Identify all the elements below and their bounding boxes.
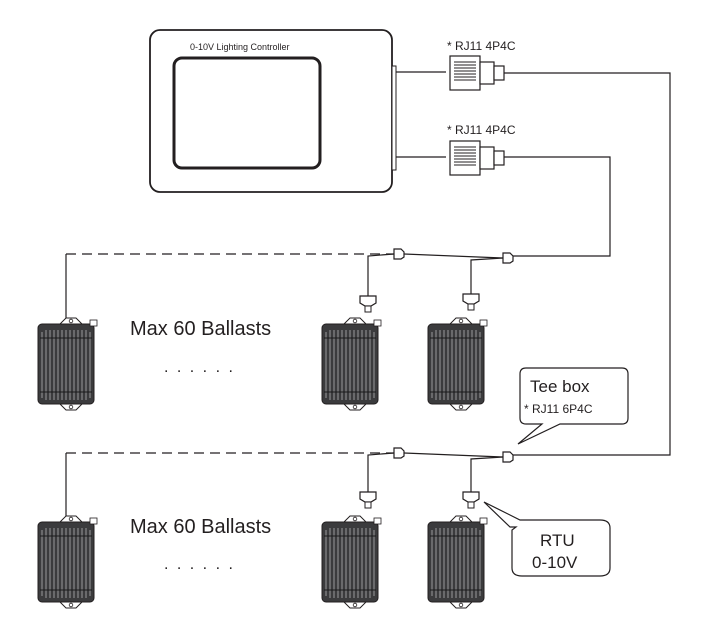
- tee-box-title: Tee box: [530, 377, 590, 396]
- ellipsis-lower: . . . . . .: [164, 556, 235, 573]
- ballast: [427, 317, 488, 411]
- group-label-upper: Max 60 Ballasts: [130, 318, 271, 340]
- trunk-wiring: [403, 72, 671, 458]
- rj11-connector-bottom: [449, 140, 505, 176]
- tee-box-callout: [517, 367, 629, 445]
- controller-title: 0-10V Lighting Controller: [190, 42, 290, 52]
- rtu-line1: RTU: [540, 531, 575, 550]
- rtu-line2: 0-10V: [532, 553, 578, 572]
- rj11-bottom-label: * RJ11 4P4C: [447, 123, 516, 137]
- group-label-lower: Max 60 Ballasts: [130, 516, 271, 538]
- dashed-connection: [66, 253, 394, 454]
- drop-wiring: [367, 253, 504, 492]
- tee-box-sub: * RJ11 6P4C: [524, 402, 593, 416]
- ballast: [321, 515, 382, 609]
- ballast: [427, 515, 488, 609]
- rj11-connector-top: [449, 55, 505, 91]
- rtu-callout: [483, 501, 611, 577]
- rj11-top-label: * RJ11 4P4C: [447, 39, 516, 53]
- ellipsis-upper: . . . . . .: [164, 359, 235, 376]
- ballast: [37, 317, 98, 411]
- ballast: [321, 317, 382, 411]
- controller-unit: 0-10V Lighting Controller: [149, 29, 397, 193]
- ballast: [37, 515, 98, 609]
